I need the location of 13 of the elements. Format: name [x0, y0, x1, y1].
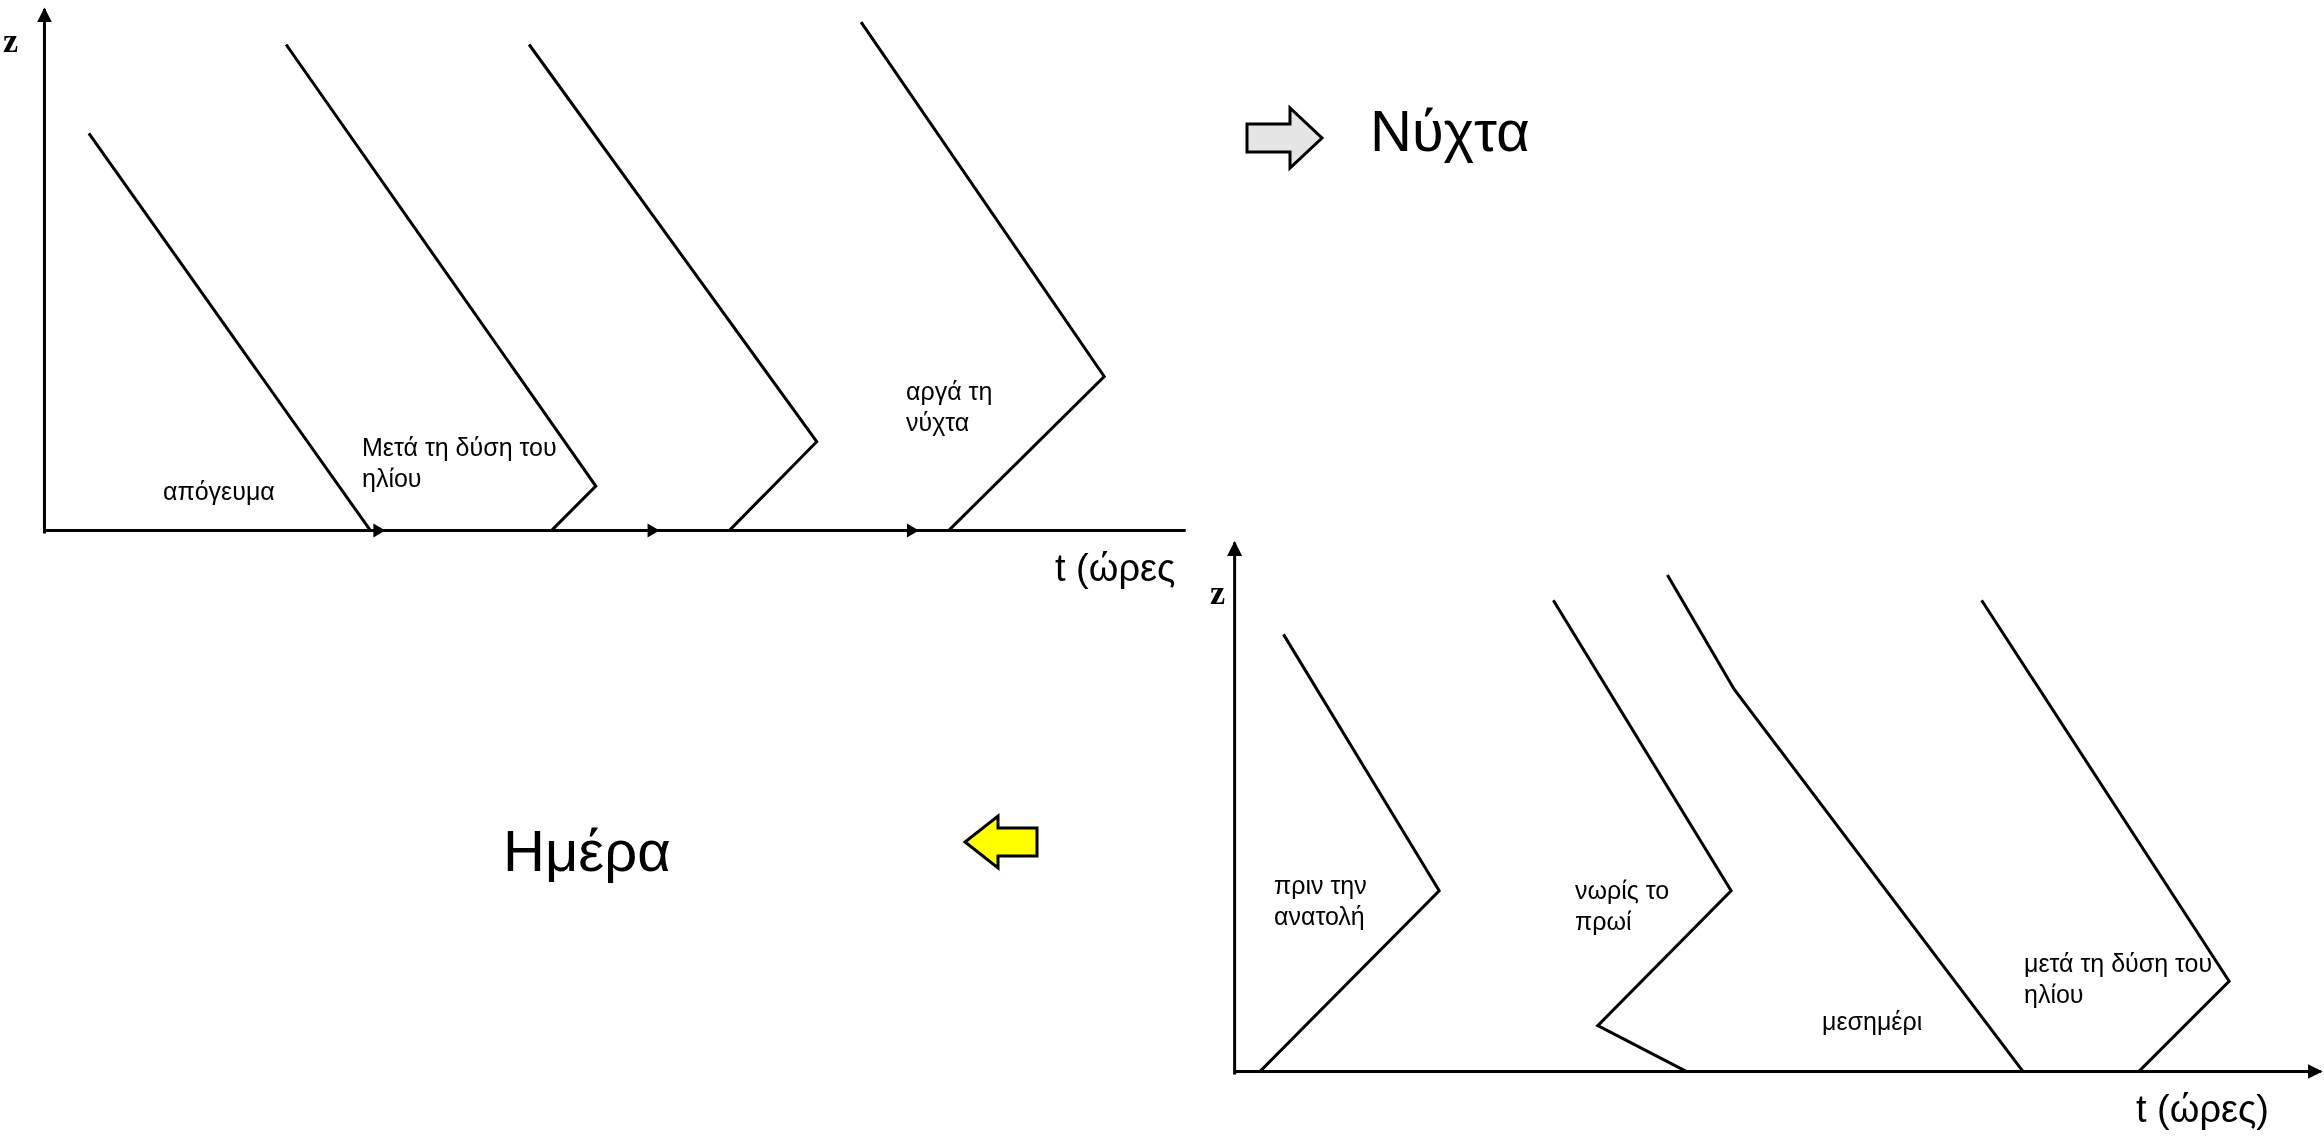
chart-label: Νύχτα [1370, 97, 1530, 165]
chart-label: Ημέρα [503, 817, 671, 885]
chart-label: z [3, 21, 19, 61]
chart-label: μεσημέρι [1822, 1006, 1923, 1037]
chart-label: t (ώρες) [2136, 1087, 2269, 1132]
chart-label: απόγευμα [163, 476, 275, 507]
chart-label: t (ώρες [1055, 546, 1176, 591]
chart-label: μετά τη δύση του ηλίου [2024, 948, 2214, 1011]
chart-label: z [1210, 573, 1226, 613]
chart-label: νωρίς το πρωί [1575, 875, 1671, 938]
chart-label: πριν την ανατολή [1274, 870, 1368, 933]
chart-label: Μετά τη δύση του ηλίου [362, 432, 558, 495]
chart-label: αργά τη νύχτα [906, 376, 994, 439]
